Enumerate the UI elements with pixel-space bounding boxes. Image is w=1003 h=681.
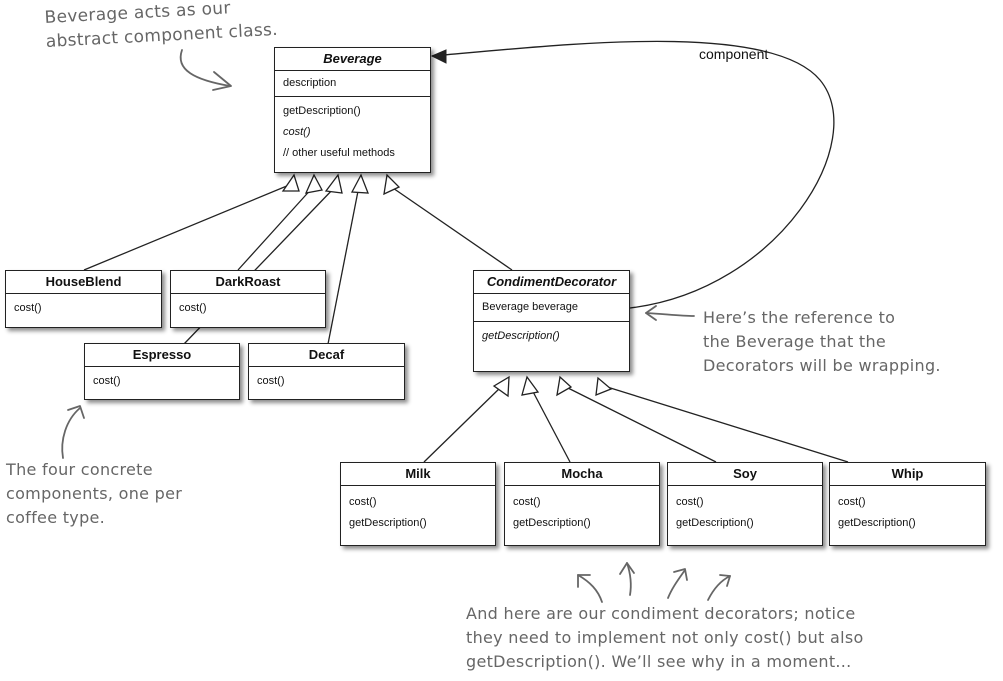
method: getDescription()	[283, 105, 361, 117]
method: cost()	[93, 375, 121, 387]
inheritance-arrowhead	[281, 173, 300, 192]
note-line: they need to implement not only cost() b…	[466, 628, 864, 647]
annotation-arrowhead	[577, 574, 591, 588]
attributes-section: description	[275, 71, 430, 97]
annotation-arrow-concrete	[61, 407, 81, 459]
inheritance-arrowhead	[556, 375, 573, 397]
darkroast-class: DarkRoast cost()	[170, 270, 326, 328]
note-line: Here’s the reference to	[703, 308, 896, 327]
methods-section: getDescription() cost() // other useful …	[275, 97, 430, 168]
annotation-arrowhead	[645, 305, 657, 321]
methods-section: cost() getDescription()	[668, 486, 822, 538]
note-line: getDescription(). We’ll see why in a mom…	[466, 652, 852, 671]
method: getDescription()	[838, 517, 916, 529]
methods-section: getDescription()	[474, 322, 629, 351]
inheritance-line-whip	[603, 385, 849, 463]
method: getDescription()	[513, 517, 591, 529]
class-name: Decaf	[249, 344, 404, 367]
methods-section: cost() getDescription()	[830, 486, 985, 538]
milk-class: Milk cost() getDescription()	[340, 462, 496, 546]
inheritance-arrowhead	[595, 376, 613, 397]
method: getDescription()	[676, 517, 754, 529]
class-name: Whip	[830, 463, 985, 486]
inheritance-line-milk	[423, 385, 503, 463]
method: cost()	[349, 496, 377, 508]
inheritance-line-decaf	[327, 185, 360, 345]
mocha-class: Mocha cost() getDescription()	[504, 462, 660, 546]
reference-note: Here’s the reference to the Beverage tha…	[703, 306, 941, 378]
annotation-arrow-decorators-4	[707, 575, 731, 601]
method: cost()	[257, 375, 285, 387]
annotation-arrowhead	[67, 405, 85, 419]
attributes-section: Beverage beverage	[474, 294, 629, 322]
method: getDescription()	[482, 330, 560, 342]
methods-section: cost()	[85, 367, 239, 396]
class-name: HouseBlend	[6, 271, 161, 294]
annotation-arrowhead	[673, 568, 688, 581]
class-name: Soy	[668, 463, 822, 486]
method: // other useful methods	[283, 147, 395, 159]
inheritance-arrowhead	[350, 173, 369, 194]
note-line: components, one per	[6, 484, 183, 503]
beverage-class: Beverage description getDescription() co…	[274, 47, 431, 173]
class-name: Milk	[341, 463, 495, 486]
method: cost()	[513, 496, 541, 508]
inheritance-arrowhead	[492, 375, 510, 398]
houseblend-class: HouseBlend cost()	[5, 270, 162, 328]
class-name: CondimentDecorator	[474, 271, 629, 294]
inheritance-line-mocha	[529, 385, 571, 463]
note-line: Decorators will be wrapping.	[703, 356, 941, 375]
note-line: the Beverage that the	[703, 332, 887, 351]
methods-section: cost() getDescription()	[341, 486, 495, 538]
note-line: And here are our condiment decorators; n…	[466, 604, 856, 623]
methods-section: cost() getDescription()	[505, 486, 659, 538]
association-arrowhead	[430, 49, 447, 64]
inheritance-arrowhead	[521, 375, 540, 396]
inheritance-arrowhead	[304, 173, 323, 194]
decaf-class: Decaf cost()	[248, 343, 405, 400]
method: cost()	[14, 302, 42, 314]
condiment-decorators-note: And here are our condiment decorators; n…	[466, 602, 864, 674]
method: getDescription()	[349, 517, 427, 529]
inheritance-line-houseblend	[83, 182, 295, 271]
concrete-components-note: The four concrete components, one per co…	[6, 458, 182, 530]
attribute: description	[283, 77, 337, 89]
annotation-arrowhead	[619, 562, 635, 575]
inheritance-line-soy	[563, 385, 717, 463]
class-name: Beverage	[275, 48, 430, 71]
whip-class: Whip cost() getDescription()	[829, 462, 986, 546]
condimentdecorator-class: CondimentDecorator Beverage beverage get…	[473, 270, 630, 372]
inheritance-arrowhead	[383, 173, 401, 196]
method: cost()	[838, 496, 866, 508]
methods-section: cost()	[249, 367, 404, 396]
annotation-arrow-decorators-1	[577, 574, 603, 603]
inheritance-arrowhead	[324, 173, 343, 194]
annotation-arrowhead	[719, 574, 731, 587]
method: cost()	[283, 126, 311, 138]
annotation-arrowhead	[212, 71, 232, 91]
inheritance-line-condiment	[389, 185, 513, 271]
note-line: The four concrete	[6, 460, 153, 479]
methods-section: cost()	[171, 294, 325, 323]
association-curve	[431, 40, 835, 309]
method: cost()	[179, 302, 207, 314]
annotation-arrow-abstract	[179, 49, 231, 87]
annotation-arrow-decorators-3	[667, 569, 686, 599]
inheritance-line-darkroast	[237, 185, 315, 271]
soy-class: Soy cost() getDescription()	[667, 462, 823, 546]
espresso-class: Espresso cost()	[84, 343, 240, 400]
note-line: coffee type.	[6, 508, 106, 527]
class-name: Mocha	[505, 463, 659, 486]
method: cost()	[676, 496, 704, 508]
attribute: Beverage beverage	[482, 301, 579, 313]
association-label: component	[699, 46, 769, 62]
methods-section: cost()	[6, 294, 161, 323]
class-name: DarkRoast	[171, 271, 325, 294]
annotation-arrow-reference	[645, 312, 695, 317]
class-name: Espresso	[85, 344, 239, 367]
